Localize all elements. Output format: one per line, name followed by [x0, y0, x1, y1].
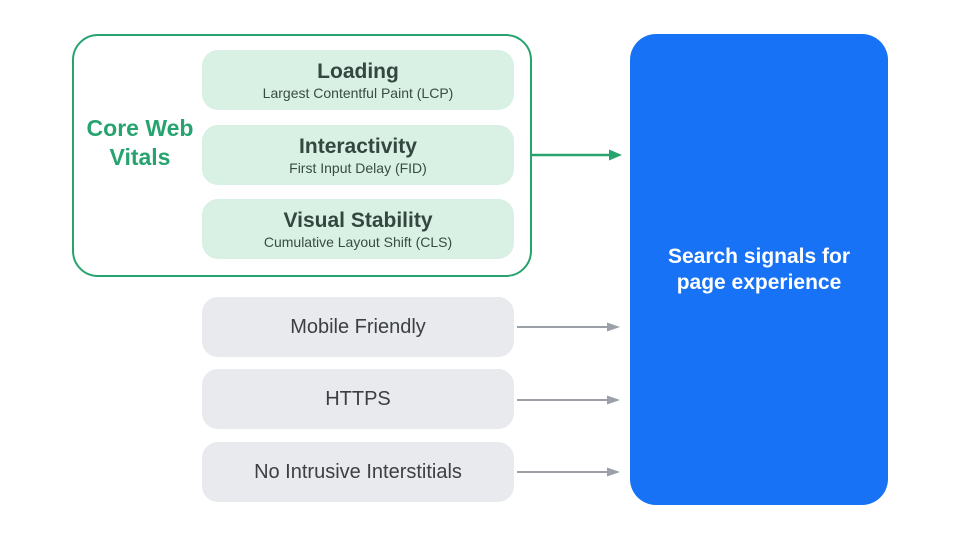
core-web-vitals-label: Core Web Vitals — [86, 115, 194, 170]
cwv-pill-interactivity: Interactivity First Input Delay (FID) — [202, 125, 514, 185]
signal-pill-https: HTTPS — [202, 369, 514, 429]
signal-pill-label: Mobile Friendly — [290, 316, 426, 338]
signal-pill-no-intrusive-interstitials: No Intrusive Interstitials — [202, 442, 514, 502]
cwv-pill-subtitle: Largest Contentful Paint (LCP) — [262, 84, 454, 101]
cwv-pill-title: Interactivity — [299, 134, 417, 158]
cwv-pill-subtitle: First Input Delay (FID) — [289, 159, 427, 176]
cwv-pill-subtitle: Cumulative Layout Shift (CLS) — [263, 233, 453, 250]
signal-pill-label: HTTPS — [325, 388, 391, 410]
core-web-vitals-group: Core Web Vitals Loading Largest Contentf… — [72, 34, 532, 277]
gray-arrow-icon — [517, 322, 620, 332]
signal-pill-label: No Intrusive Interstitials — [254, 461, 462, 483]
cwv-pill-loading: Loading Largest Contentful Paint (LCP) — [202, 50, 514, 110]
cwv-pill-title: Visual Stability — [283, 208, 433, 232]
search-signals-label: Search signals for page experience — [667, 244, 851, 294]
cwv-pill-visual-stability: Visual Stability Cumulative Layout Shift… — [202, 199, 514, 259]
green-arrow-icon — [531, 149, 622, 161]
search-signals-box: Search signals for page experience — [630, 34, 888, 505]
gray-arrow-icon — [517, 467, 620, 477]
gray-arrow-icon — [517, 395, 620, 405]
signal-pill-mobile-friendly: Mobile Friendly — [202, 297, 514, 357]
cwv-pill-title: Loading — [317, 59, 399, 83]
